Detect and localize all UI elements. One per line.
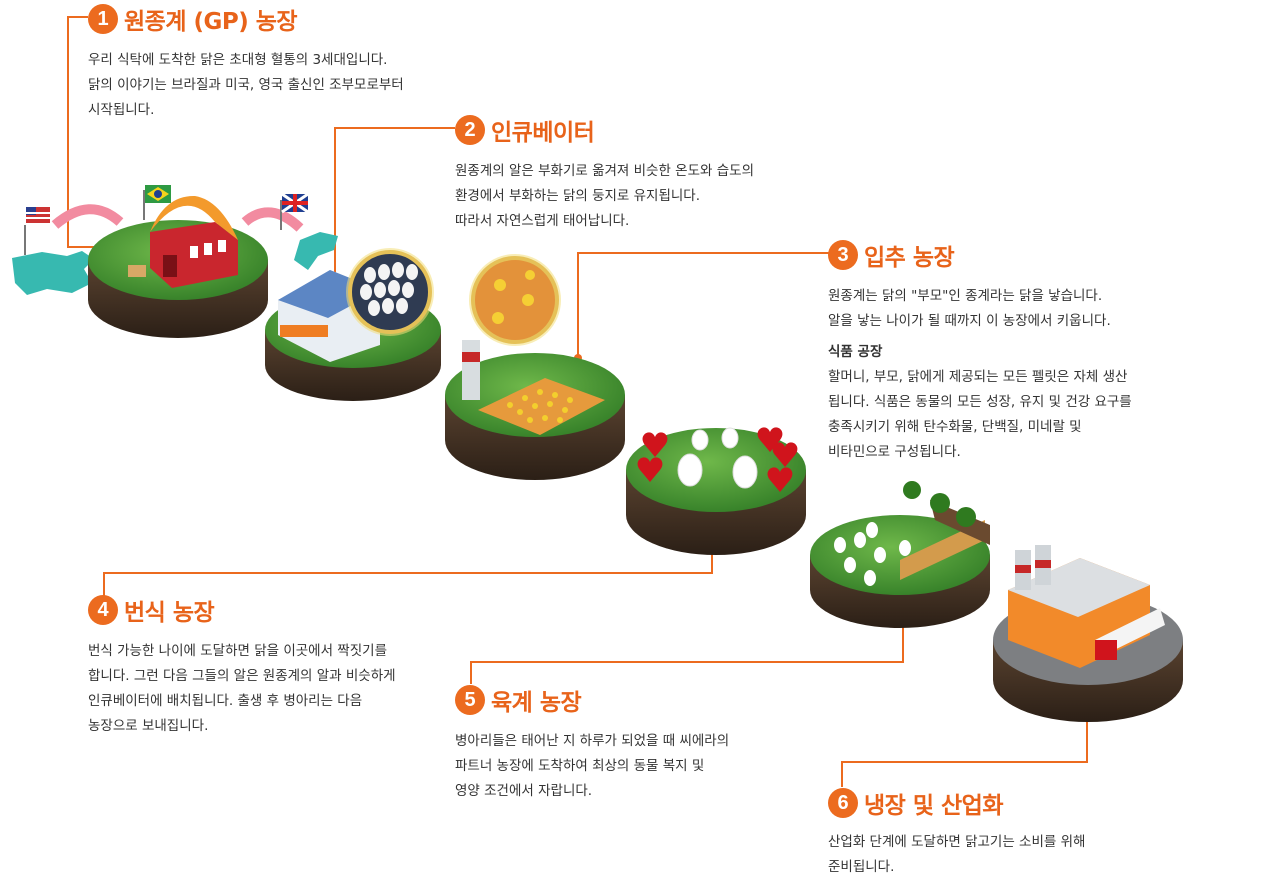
connector-3 (577, 252, 830, 358)
island-breeding-farm (626, 427, 806, 555)
step-description: 원종계의 알은 부화기로 옮겨져 비슷한 온도와 습도의 환경에서 부화하는 닭… (455, 159, 754, 234)
step-title: 육계 농장 (491, 690, 582, 716)
description-line: 할머니, 부모, 닭에게 제공되는 모든 펠릿은 자체 생산 (828, 369, 1128, 385)
arrow-left (51, 204, 124, 229)
connector-2 (334, 127, 455, 328)
step-3: 3 입추 농장 원종계는 닭의 "부모"인 종계라는 닭을 낳습니다. 알을 낳… (828, 238, 1132, 465)
step-number-badge: 2 (455, 115, 485, 145)
step-description: 병아리들은 태어난 지 하루가 되었을 때 씨에라의 파트너 농장에 도착하여 … (455, 729, 729, 804)
description-line: 시작됩니다. (88, 102, 155, 118)
island-incubator (265, 248, 441, 401)
step-title: 번식 농장 (124, 600, 215, 626)
description-line: 파트너 농장에 도착하여 최상의 동물 복지 및 (455, 758, 705, 774)
step-number-badge: 3 (828, 240, 858, 270)
step-description: 번식 가능한 나이에 도달하면 닭을 이곳에서 짝짓기를 합니다. 그런 다음 … (88, 639, 396, 739)
step-4: 4 번식 농장 번식 가능한 나이에 도달하면 닭을 이곳에서 짝짓기를 합니다… (88, 593, 396, 739)
island-processing-plant (993, 545, 1183, 722)
description-line: 준비됩니다. (828, 859, 895, 875)
step-6: 6 냉장 및 산업화 산업화 단계에 도달하면 닭고기는 소비를 위해 준비됩니… (828, 786, 1085, 880)
description-line: 환경에서 부화하는 닭의 둥지로 유지됩니다. (455, 188, 701, 204)
description-line: 영양 조건에서 자랍니다. (455, 783, 593, 799)
description-line: 농장으로 보내집니다. (88, 718, 209, 734)
us-flag-icon (24, 207, 50, 255)
step-title: 입추 농장 (864, 245, 955, 271)
uk-flag-icon (280, 192, 309, 230)
description-line: 원종계의 알은 부화기로 옮겨져 비슷한 온도와 습도의 (455, 163, 754, 179)
step-description: 우리 식탁에 도착한 닭은 초대형 혈통의 3세대입니다. 닭의 이야기는 브라… (88, 48, 404, 123)
arrow-right (241, 207, 304, 232)
brazil-flag-icon (143, 185, 171, 220)
step-number-badge: 5 (455, 685, 485, 715)
step-number-badge: 6 (828, 788, 858, 818)
step-1: 1 원종계 (GP) 농장 우리 식탁에 도착한 닭은 초대형 혈통의 3세대입… (88, 2, 404, 123)
us-map-icon (12, 232, 338, 295)
description-line: 인큐베이터에 배치됩니다. 출생 후 병아리는 다음 (88, 693, 363, 709)
feed-factory-subtitle: 식품 공장 (828, 344, 883, 360)
description-line: 번식 가능한 나이에 도달하면 닭을 이곳에서 짝짓기를 (88, 643, 387, 659)
description-line: 알을 낳는 나이가 될 때까지 이 농장에서 키웁니다. (828, 313, 1111, 329)
step-5: 5 육계 농장 병아리들은 태어난 지 하루가 되었을 때 씨에라의 파트너 농… (455, 683, 729, 804)
island-gp-farm (88, 195, 268, 338)
description-line: 우리 식탁에 도착한 닭은 초대형 혈통의 3세대입니다. (88, 52, 388, 68)
description-line: 됩니다. 식품은 동물의 모든 성장, 유지 및 건강 요구를 (828, 394, 1132, 410)
description-line: 산업화 단계에 도달하면 닭고기는 소비를 위해 (828, 834, 1086, 850)
step-number-badge: 1 (88, 4, 118, 34)
description-line: 원종계는 닭의 "부모"인 종계라는 닭을 낳습니다. (828, 288, 1103, 304)
step-title: 냉장 및 산업화 (864, 793, 1003, 819)
step-number-badge: 4 (88, 595, 118, 625)
step-title: 인큐베이터 (491, 120, 595, 146)
description-line: 닭의 이야기는 브라질과 미국, 영국 출신인 조부모로부터 (88, 77, 404, 93)
step-description: 원종계는 닭의 "부모"인 종계라는 닭을 낳습니다. 알을 낳는 나이가 될 … (828, 284, 1132, 465)
island-broiler-farm (810, 481, 990, 628)
description-line: 병아리들은 태어난 지 하루가 되었을 때 씨에라의 (455, 733, 730, 749)
step-description: 산업화 단계에 도달하면 닭고기는 소비를 위해 준비됩니다. (828, 830, 1085, 880)
description-line: 충족시키기 위해 탄수화물, 단백질, 미네랄 및 (828, 419, 1082, 435)
step-title: 원종계 (GP) 농장 (124, 9, 298, 35)
description-line: 합니다. 그런 다음 그들의 알은 원종계의 알과 비슷하게 (88, 668, 396, 684)
description-line: 따라서 자연스럽게 태어납니다. (455, 213, 630, 229)
description-line: 비타민으로 구성됩니다. (828, 444, 961, 460)
island-chick-farm (445, 254, 625, 480)
step-2: 2 인큐베이터 원종계의 알은 부화기로 옮겨져 비슷한 온도와 습도의 환경에… (455, 113, 754, 234)
